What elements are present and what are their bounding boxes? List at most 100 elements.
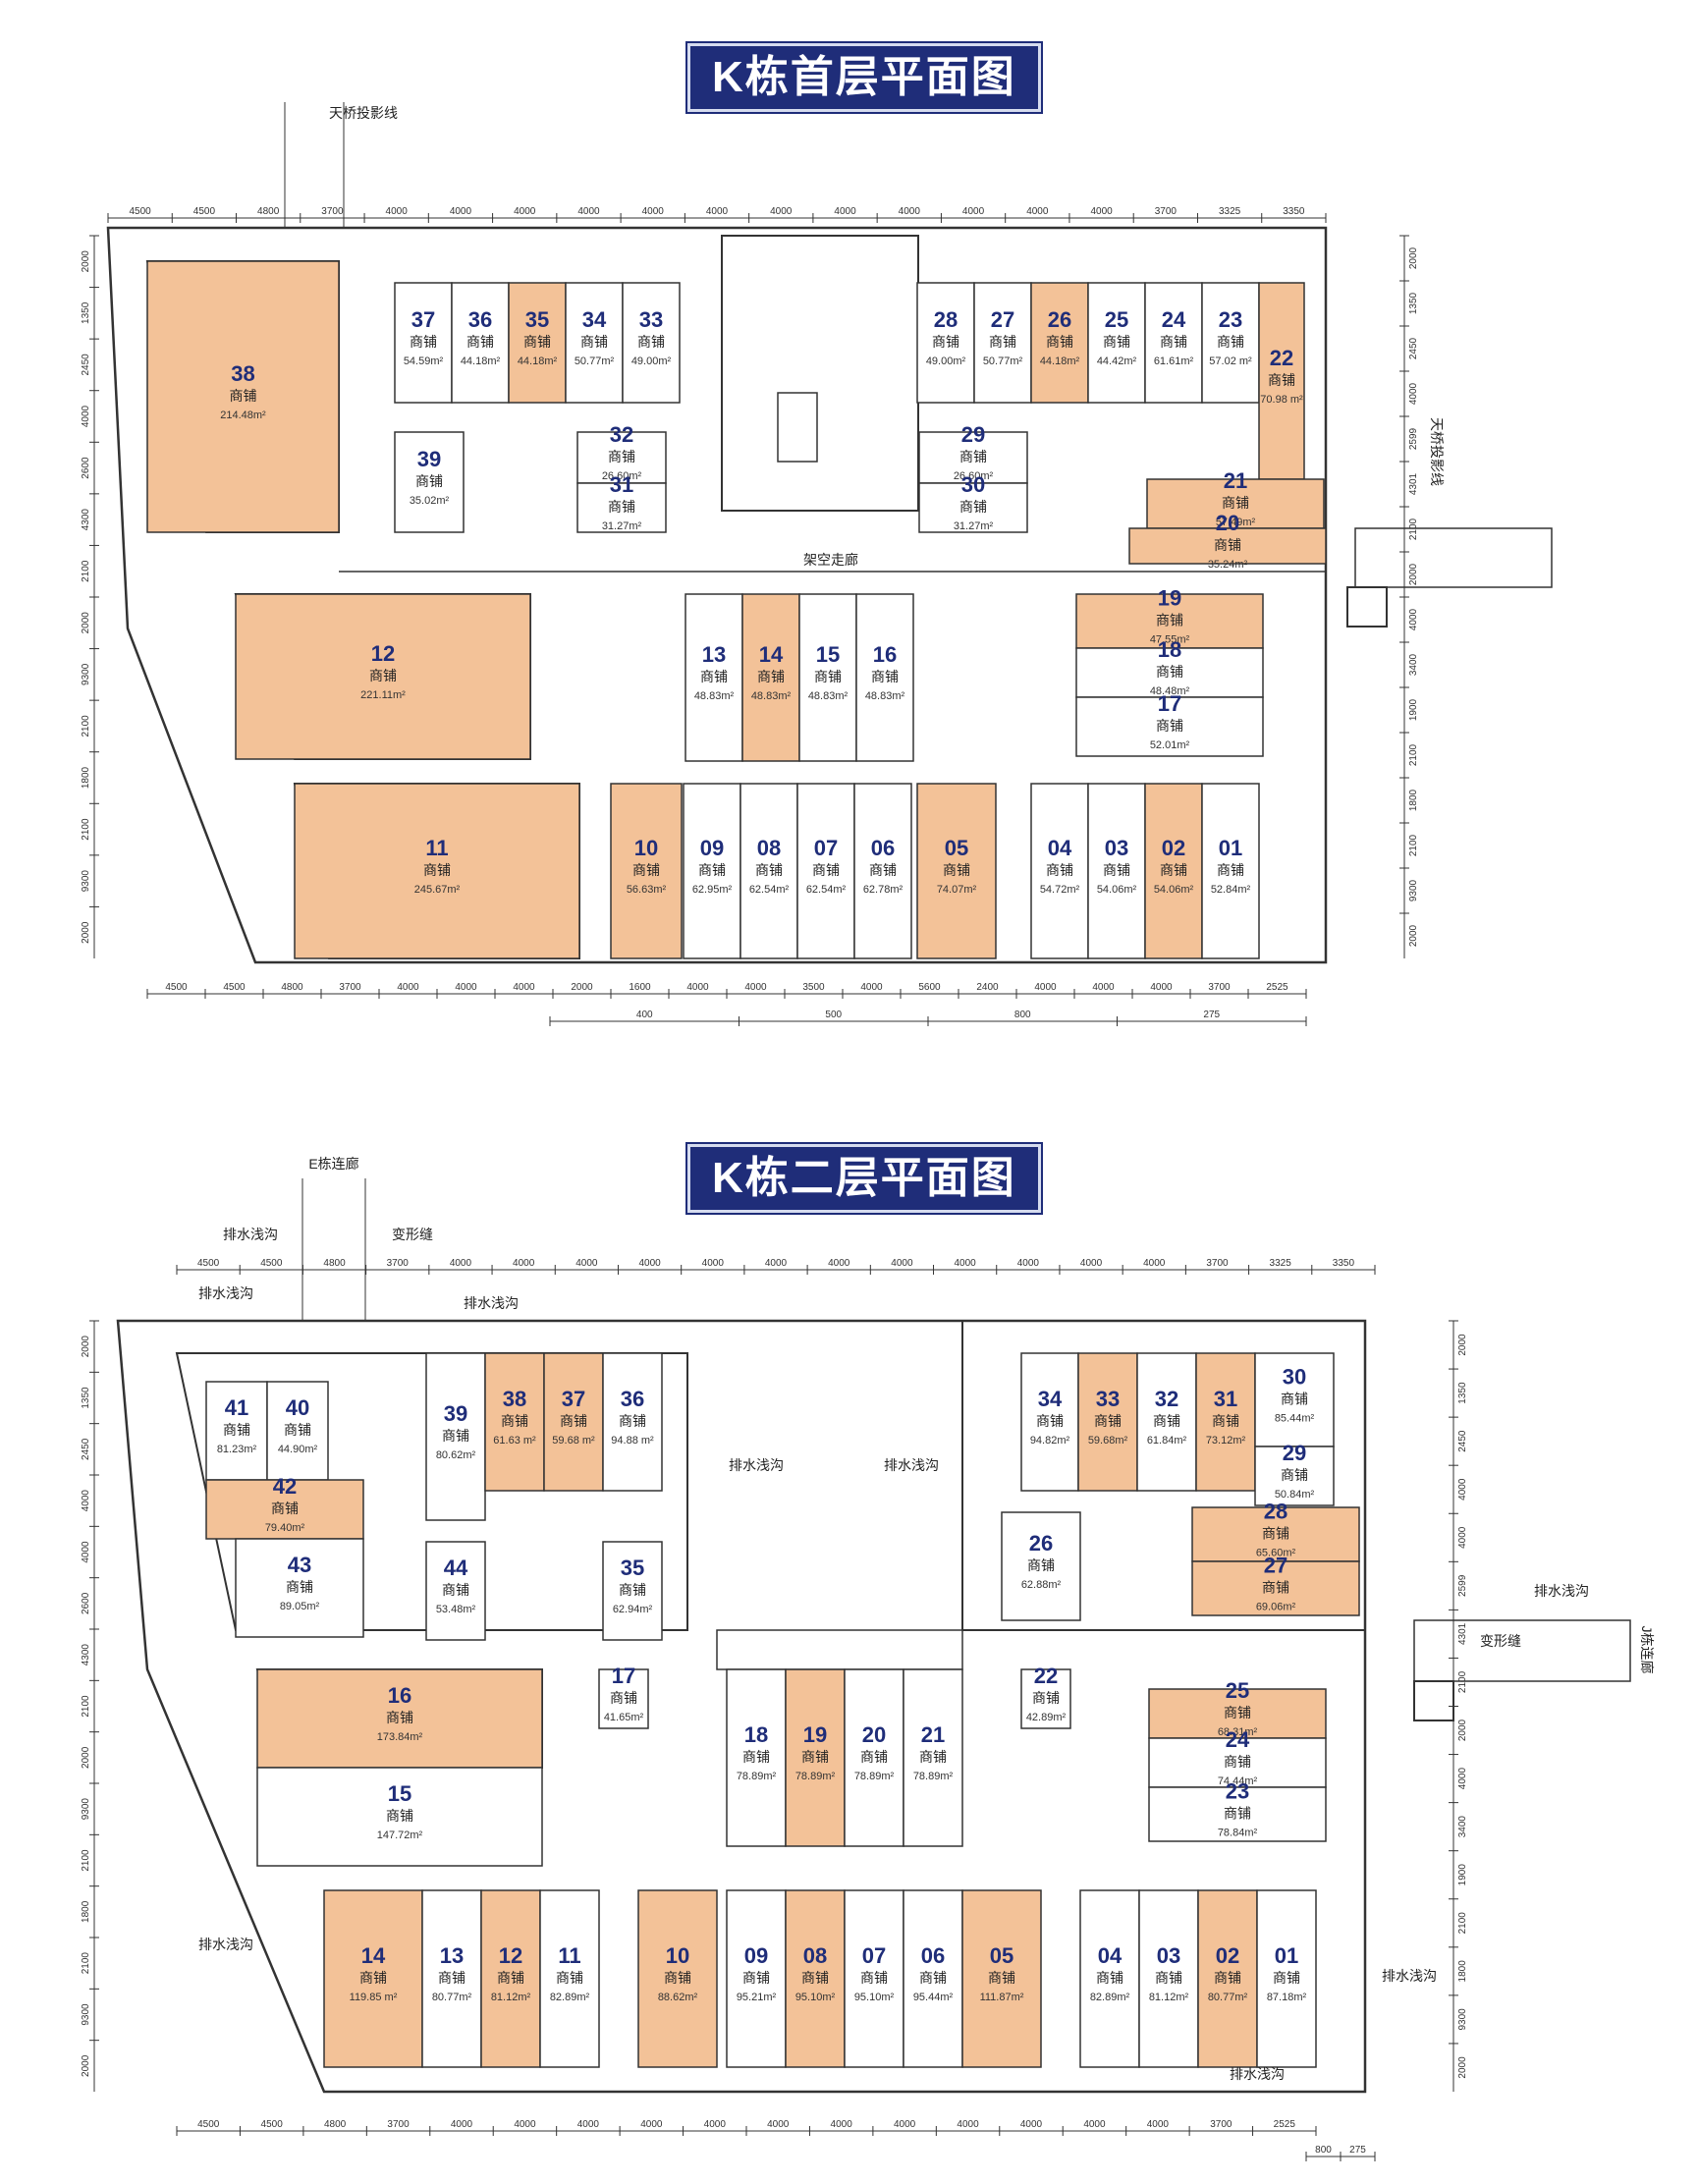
shop-area: 88.62m² <box>658 1992 698 2003</box>
dimension-value: 4000 <box>955 1258 977 1269</box>
dimension-value: 4000 <box>1017 1258 1040 1269</box>
dimension-value: 3700 <box>387 2119 410 2130</box>
shop-box <box>1191 1506 1360 1562</box>
floor1-outer-wall <box>106 226 1328 964</box>
shop-label: 商铺 <box>1156 664 1183 680</box>
shop-number: 07 <box>862 1943 886 1968</box>
shop-label: 商铺 <box>1214 537 1241 553</box>
dimension-value: 4000 <box>860 982 883 993</box>
dimension-value: 4000 <box>770 206 793 217</box>
shop-number: 14 <box>361 1943 386 1968</box>
dimension-value: 2450 <box>81 354 91 376</box>
shop-box <box>1148 1688 1327 1739</box>
shop-label: 商铺 <box>943 862 970 878</box>
dimension-value: 1800 <box>1457 1960 1468 1983</box>
dimension-value: 1350 <box>81 1387 91 1409</box>
